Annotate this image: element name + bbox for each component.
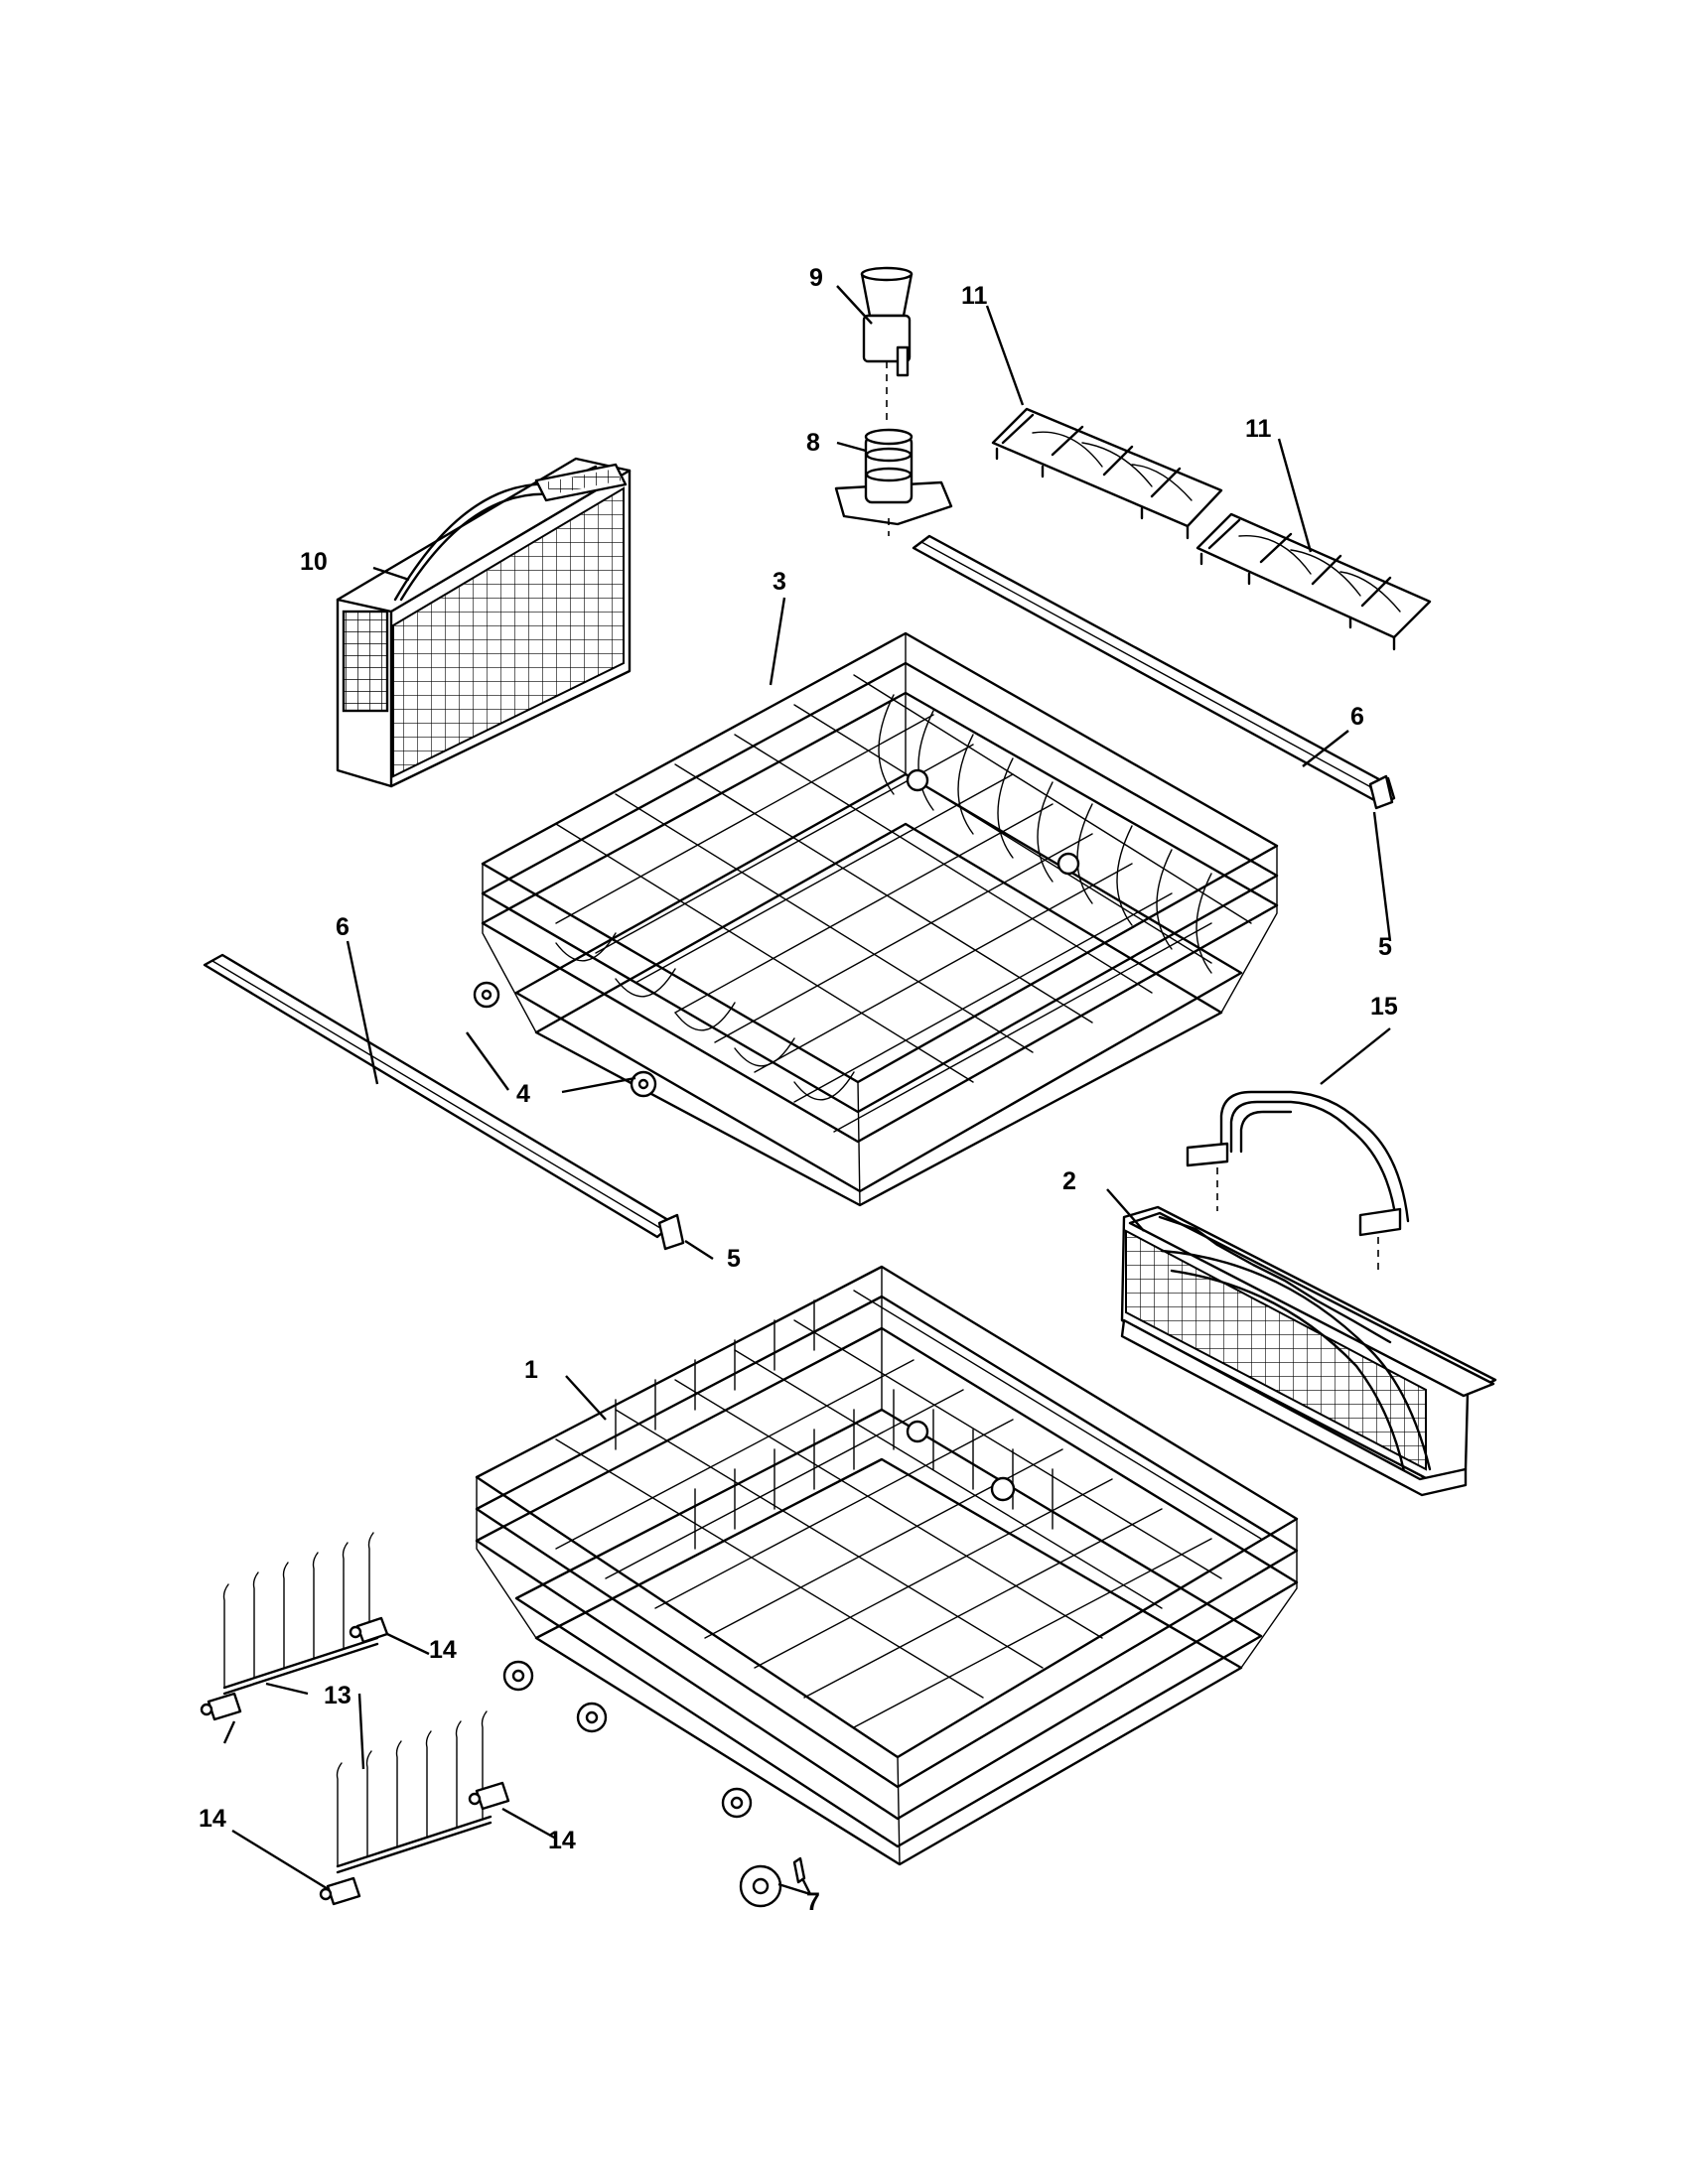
fold-down-tines-icon (336, 1710, 492, 1874)
tine-clip-icon (349, 1616, 389, 1644)
lower-dish-rack-icon (475, 1265, 1299, 1866)
tine-clip-icon (468, 1781, 510, 1811)
silverware-basket-icon (336, 457, 632, 788)
callout-5: 5 (727, 1245, 741, 1273)
leader-lines (222, 285, 1392, 1896)
roller-wheel-icon (739, 1856, 806, 1908)
callout-14: 14 (429, 1636, 457, 1664)
cup-shelf-icon (991, 407, 1223, 540)
callout-6: 6 (1350, 703, 1364, 731)
callout-3: 3 (773, 568, 786, 596)
spray-nozzle-icon (860, 266, 914, 421)
callout-11: 11 (1245, 415, 1272, 443)
callout-15: 15 (1370, 993, 1398, 1021)
upper-dish-rack-icon (481, 631, 1279, 1207)
callout-14: 14 (548, 1827, 576, 1854)
rack-rail-icon (203, 953, 675, 1239)
callout-labels: 9 8 11 11 10 3 6 5 6 15 4 2 5 1 14 13 14… (199, 264, 1398, 1916)
callout-6: 6 (336, 913, 350, 941)
water-manifold-icon (834, 428, 953, 536)
callout-11: 11 (961, 282, 988, 310)
tine-clip-icon (200, 1692, 242, 1721)
callout-2: 2 (1062, 1167, 1076, 1195)
callout-14: 14 (199, 1805, 226, 1833)
callout-1: 1 (524, 1356, 538, 1384)
tine-clip-icon (319, 1876, 361, 1906)
callout-4: 4 (516, 1080, 530, 1108)
callout-7: 7 (806, 1888, 820, 1916)
callout-9: 9 (809, 264, 823, 292)
callout-5: 5 (1378, 933, 1392, 961)
fold-down-tines-icon (222, 1532, 379, 1696)
callout-10: 10 (300, 548, 328, 576)
callout-8: 8 (806, 429, 820, 457)
cutlery-basket-icon (1120, 1205, 1497, 1497)
basket-handle-icon (1186, 1090, 1410, 1271)
rail-end-cap-icon (657, 774, 1394, 1251)
cup-shelf-icon (1196, 512, 1432, 651)
roller-wheel-icon (473, 981, 657, 1098)
callout-13: 13 (324, 1682, 352, 1709)
roller-wheel-icon (502, 1660, 753, 1819)
